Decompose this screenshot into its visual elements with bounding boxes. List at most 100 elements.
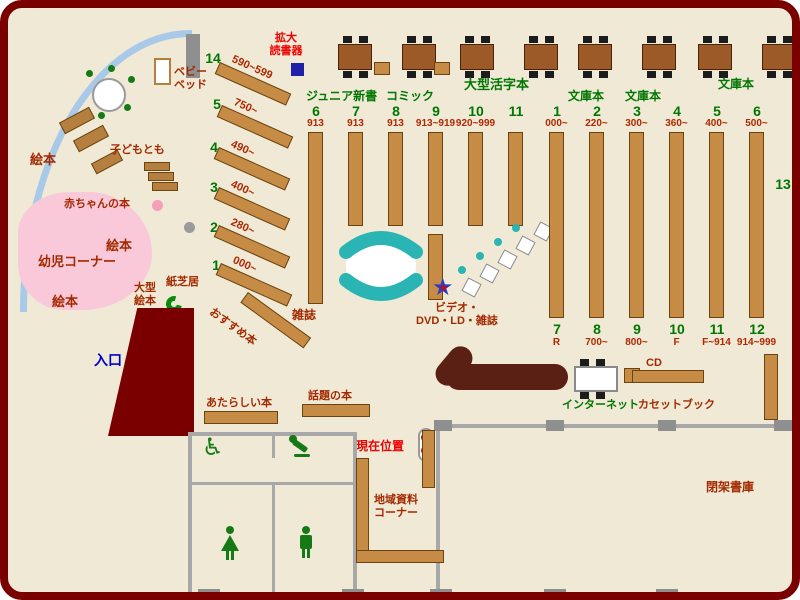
- label-large-print-books: 大型活字本: [464, 77, 530, 92]
- label-paperback-2: 文庫本: [625, 89, 662, 103]
- bookshelf: [468, 132, 483, 226]
- small-desk: [434, 62, 450, 75]
- label-cassette-books: カセットブック: [638, 399, 715, 411]
- wall: [188, 482, 355, 485]
- label-baby-bed-2: ベッド: [174, 79, 207, 91]
- wall: [188, 432, 192, 592]
- reading-table: [642, 36, 676, 78]
- local-materials-shelf: [356, 550, 444, 563]
- shelf-range-label: F~914: [702, 337, 731, 348]
- bookshelf: [348, 132, 363, 226]
- label-picture-books-1: 絵本: [30, 152, 57, 167]
- label-magnifier-reader: 拡大 読書器: [269, 32, 303, 58]
- shelf-number: 12: [749, 321, 765, 337]
- womens-toilet-icon: [220, 526, 240, 560]
- star-icon-blue: ★: [432, 274, 454, 301]
- bookshelf: [629, 132, 644, 318]
- shelf-range-label: 300~: [625, 118, 648, 129]
- cushion-icon: [152, 200, 163, 211]
- shelf-range-label: 800~: [625, 337, 648, 348]
- label-kamishibai: 紙芝居: [166, 276, 199, 288]
- shelf-range-label: 500~: [745, 118, 768, 129]
- pillar: [656, 589, 678, 592]
- stool-icon: [494, 238, 502, 246]
- pillar: [658, 420, 676, 431]
- toddler-corner-area: [18, 192, 152, 310]
- label-large-picture-books-2: 絵本: [134, 295, 156, 307]
- bookshelf: [508, 132, 523, 226]
- label-large-picture-books-1: 大型: [134, 282, 156, 294]
- video-shelf: [428, 234, 443, 300]
- mens-toilet-icon: [296, 526, 316, 560]
- fan-shelf: 750~: [216, 96, 294, 149]
- reading-table: [698, 36, 732, 78]
- label-video-corner: ビデオ・ DVD・LD・雑誌: [416, 302, 498, 328]
- shelf-number: 11: [508, 103, 524, 119]
- pillar: [342, 589, 364, 592]
- shelf-number: 1: [553, 103, 561, 119]
- study-carrel: [497, 249, 518, 270]
- shelf-number: 5: [213, 96, 221, 112]
- wall: [436, 424, 792, 428]
- label-internet: インターネット: [562, 399, 639, 411]
- label-picture-books-3: 絵本: [52, 294, 79, 309]
- shelf-range-label: 400~: [705, 118, 728, 129]
- pillar: [774, 420, 792, 431]
- study-carrel: [479, 263, 500, 284]
- shelf-number: 10: [468, 103, 484, 119]
- stool-icon: [98, 112, 105, 119]
- shelf-number: 11: [709, 321, 725, 337]
- wall: [436, 424, 440, 592]
- shelf-number: 9: [432, 103, 440, 119]
- round-table: [92, 78, 126, 112]
- shelf-number: 3: [633, 103, 641, 119]
- stool-icon: [108, 65, 115, 72]
- pillar: [544, 589, 566, 592]
- bookshelf: [428, 132, 443, 226]
- label-new-books: あたらしい本: [206, 397, 272, 409]
- star-icon-red: ★: [439, 283, 448, 294]
- shelf-range-label: 913: [387, 118, 404, 129]
- step-bench: [144, 162, 170, 171]
- label-baby-books: 赤ちゃんの本: [64, 198, 130, 210]
- pillar: [434, 420, 452, 431]
- step-bench: [152, 182, 178, 191]
- stool-icon: [128, 76, 135, 83]
- label-comics: コミック: [386, 89, 435, 103]
- baby-bed-icon: [154, 58, 171, 85]
- shelf-number: 4: [210, 139, 218, 155]
- shelf-number: 8: [593, 321, 601, 337]
- wall: [353, 432, 357, 592]
- label-cd: CD: [646, 357, 662, 369]
- label-baby-bed-1: ベビー: [174, 66, 207, 78]
- shelf-range-label: 000~: [545, 118, 568, 129]
- curved-seating: [339, 231, 423, 301]
- shelf-number: 2: [593, 103, 601, 119]
- label-toddler-corner: 幼児コーナー: [38, 254, 117, 269]
- bookshelf: [709, 132, 724, 318]
- shelf-range-label: 913: [347, 118, 364, 129]
- fan-shelf: 490~: [213, 138, 291, 191]
- stool-icon: [124, 104, 131, 111]
- study-carrel: [515, 235, 536, 256]
- shelf-number: 4: [673, 103, 681, 119]
- shelf-range-label: R: [552, 337, 561, 348]
- reading-table: [762, 36, 792, 78]
- study-carrel: [461, 277, 482, 298]
- shelf-range-label: 360~: [665, 118, 688, 129]
- label-junior-shinsho: ジュニア新書: [306, 89, 378, 103]
- cushion-icon: [184, 222, 195, 233]
- shelf-number: 8: [392, 103, 400, 119]
- label-entrance: 入口: [94, 352, 122, 368]
- shelf-number: 9: [633, 321, 641, 337]
- label-picture-books-2: 絵本: [106, 238, 133, 253]
- local-materials-shelf: [422, 430, 435, 488]
- shelf-number: 3: [210, 179, 218, 195]
- new-books-shelf: [204, 411, 278, 424]
- star-marker: ★ ★: [432, 276, 458, 302]
- bookshelf: [669, 132, 684, 318]
- label-closed-stacks: 閉架書庫: [706, 480, 755, 494]
- reading-table: [402, 36, 436, 78]
- pillar: [430, 589, 452, 592]
- cd-shelf: [632, 370, 704, 383]
